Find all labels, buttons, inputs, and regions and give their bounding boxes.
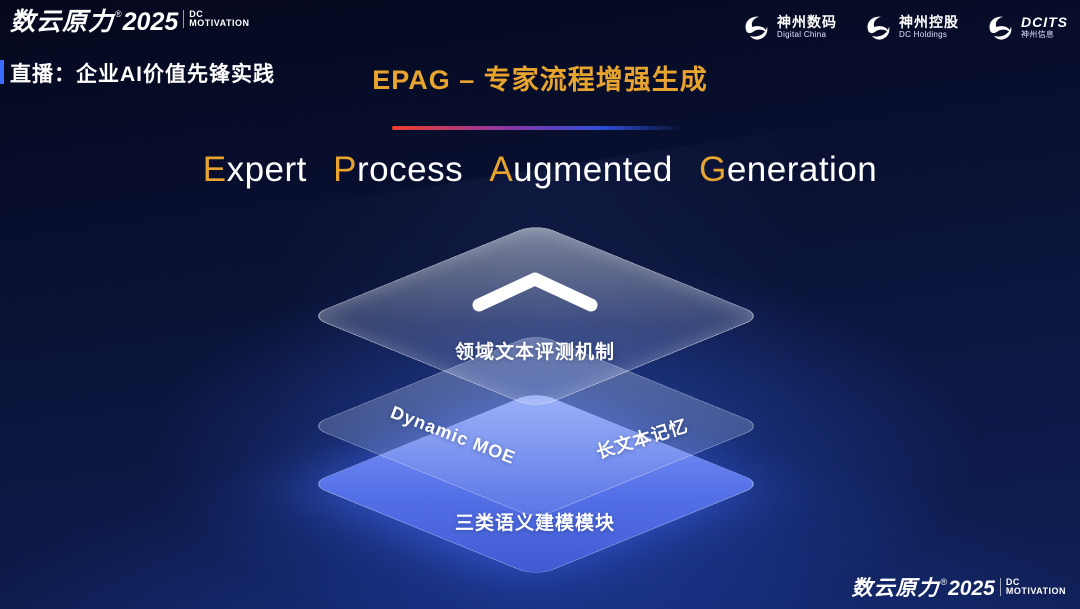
- top-layer-label: 领域文本评测机制: [454, 342, 615, 363]
- brand-logo-top-left: 数云原力®2025 DC MOTIVATION: [10, 10, 249, 35]
- brand-year: 2025: [948, 577, 995, 600]
- logo-subtitle: DC Holdings: [899, 30, 948, 40]
- top-layer-plate: [308, 223, 764, 409]
- title-word-generation: Generation: [699, 150, 878, 189]
- logo-digital-china: 神州数码 Digital China: [741, 12, 837, 42]
- corporate-logos: 神州数码 Digital China 神州控股 DC Holdings DCIT…: [741, 12, 1068, 42]
- brand-year: 2025: [122, 8, 179, 36]
- chevron-up-icon: [472, 272, 598, 312]
- swoosh-logo-icon: [867, 16, 890, 40]
- brand-tagline: DC MOTIVATION: [999, 577, 1066, 596]
- brand-tagline: DC MOTIVATION: [183, 10, 249, 28]
- brand-tag-line2: MOTIVATION: [189, 18, 250, 28]
- title-word-expert: Expert: [202, 150, 307, 189]
- logo-dc-holdings: 神州控股 DC Holdings: [863, 12, 959, 42]
- brand-tag-line2: MOTIVATION: [1005, 586, 1066, 596]
- brand-registered-mark: ®: [115, 9, 122, 19]
- logo-subtitle: Digital China: [777, 30, 827, 40]
- live-label-accent-bar: [0, 60, 4, 84]
- slide-title: EPAG – 专家流程增强生成: [372, 65, 708, 95]
- swoosh-logo-icon: [745, 16, 768, 40]
- brand-tag-line1: DC: [189, 9, 204, 19]
- swoosh-logo-icon: [989, 16, 1012, 40]
- brand-name: 数云原力: [851, 577, 940, 600]
- brand-tag-line1: DC: [1005, 577, 1020, 587]
- brand-name: 数云原力: [10, 8, 115, 36]
- bottom-layer-label: 三类语义建模模块: [454, 513, 615, 534]
- brand-logo-bottom-right: 数云原力®2025 DC MOTIVATION: [851, 577, 1066, 600]
- title-gradient-underline: [392, 126, 684, 130]
- live-stream-label: 直播：企业AI价值先锋实践: [10, 63, 275, 86]
- brand-registered-mark: ®: [940, 577, 948, 587]
- logo-subtitle: 神州信息: [1021, 30, 1055, 40]
- main-title: Expert Process Augmented Generation: [0, 150, 1080, 190]
- logo-name: DCITS: [1021, 14, 1068, 31]
- logo-name: 神州控股: [899, 14, 959, 31]
- title-word-process: Process: [333, 150, 464, 189]
- title-word-augmented: Augmented: [489, 150, 673, 189]
- logo-dcits: DCITS 神州信息: [985, 12, 1068, 42]
- logo-name: 神州数码: [777, 14, 837, 31]
